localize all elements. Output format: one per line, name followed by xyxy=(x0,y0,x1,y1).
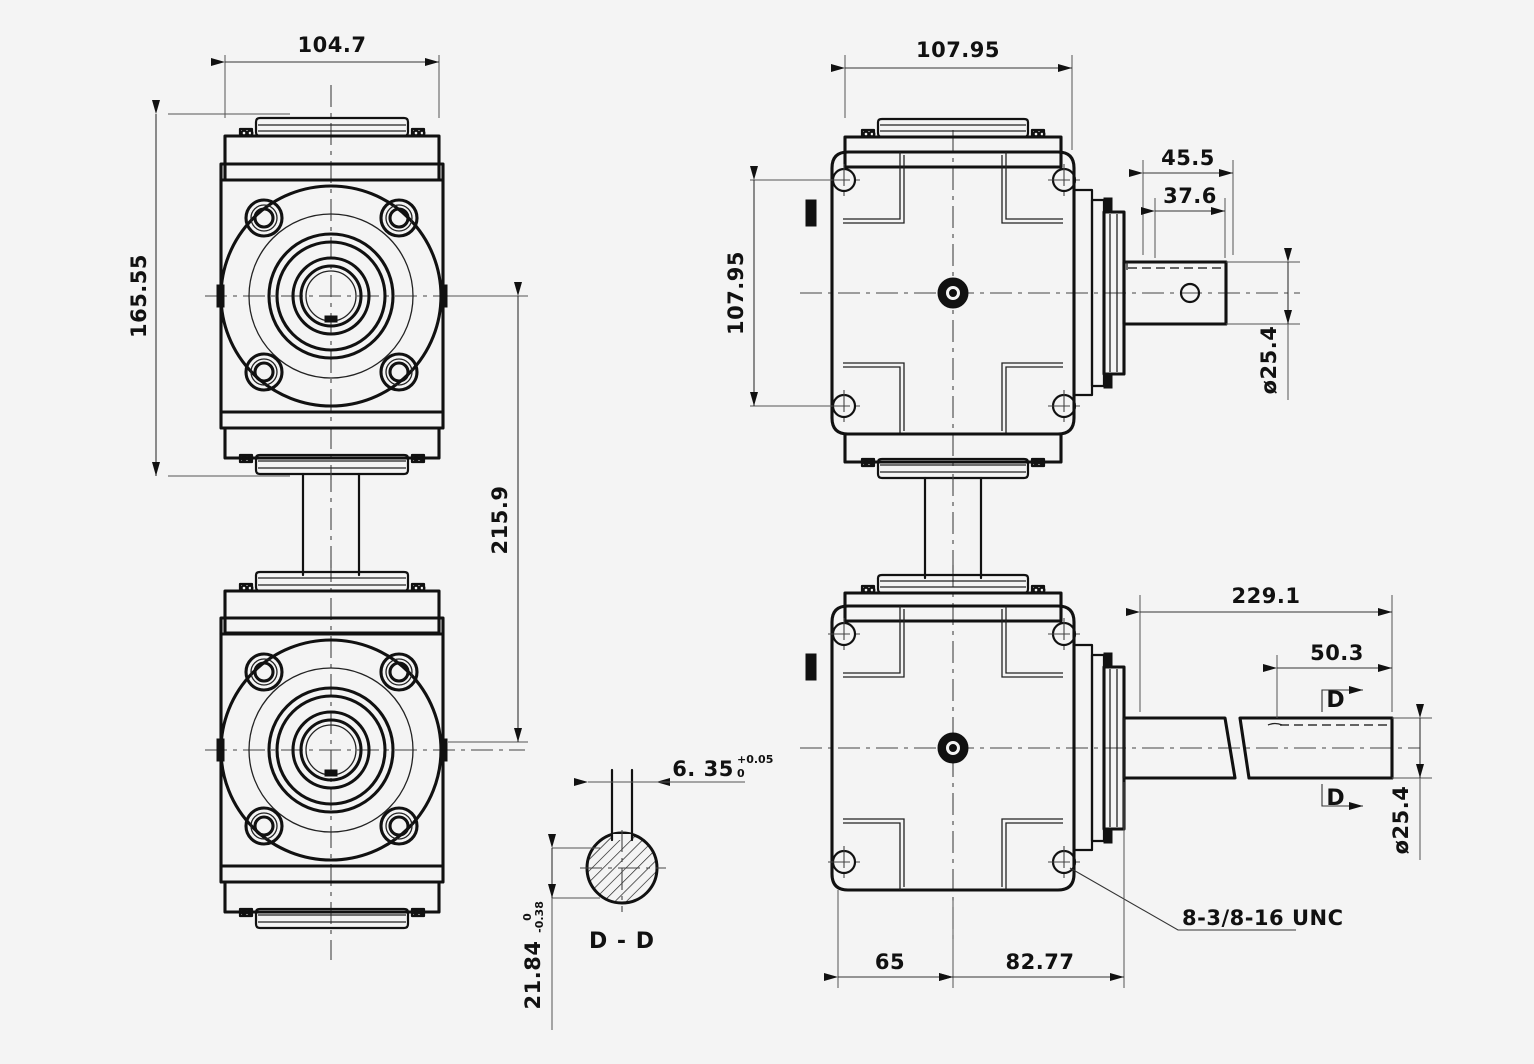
section-mark-label-upper: D xyxy=(1326,688,1345,713)
lower-lug-left xyxy=(216,738,225,762)
section-label-dd: D - D xyxy=(589,929,655,954)
view-front-lower xyxy=(205,560,525,960)
thread-leader-line xyxy=(1069,867,1296,931)
dim-long-shaft-keyway-text: 50.3 xyxy=(1310,641,1364,665)
lower-bearing-inner xyxy=(291,710,371,790)
dim-key-tol-lower: 0 xyxy=(737,767,745,780)
side-upper-pocket-tl-2 xyxy=(843,155,905,224)
dim-base-left-text: 65 xyxy=(875,950,905,974)
lower-bearing-mid xyxy=(275,694,387,806)
lower-bolt-holes xyxy=(244,652,419,846)
upper-flange-inner-circle xyxy=(248,213,414,379)
shaft-keyway-radius xyxy=(1267,722,1283,726)
side-upper-bottom-coupling xyxy=(876,457,1030,480)
side-upper-pocket-tr xyxy=(1005,152,1063,220)
dimension-left-height: 165.55 xyxy=(127,100,290,477)
dimension-short-shaft-hole: 37.6 xyxy=(1141,184,1226,258)
lower-bottom-coupling xyxy=(254,907,410,930)
dim-short-shaft-dia-text: ø25.4 xyxy=(1257,326,1281,395)
view-front-upper xyxy=(205,85,525,480)
dim-key-depth-text: 21.84 xyxy=(521,941,545,1010)
dim-depth-tol-lower: -0.38 xyxy=(533,901,546,933)
side-lower-mount-holes xyxy=(828,618,1080,878)
side-lower-housing xyxy=(830,604,1076,892)
lower-flange-inner-circle xyxy=(248,667,414,833)
dim-short-shaft-overall-text: 45.5 xyxy=(1161,146,1215,170)
section-d-d-view: 6. 35 +0.05 0 21.84 0 -0.38 D - D xyxy=(521,753,773,1030)
view-side-upper xyxy=(800,117,1300,480)
dim-short-shaft-hole-text: 37.6 xyxy=(1163,184,1217,208)
dimension-right-height: 107.95 xyxy=(724,166,832,407)
dim-left-overall-text: 215.9 xyxy=(488,486,512,555)
section-marker-lower: D xyxy=(1321,784,1363,811)
upper-lug-left xyxy=(216,284,225,308)
dimension-right-width: 107.95 xyxy=(831,38,1073,150)
dim-base-right-text: 82.77 xyxy=(1006,950,1075,974)
lower-bore-keyway xyxy=(324,769,338,777)
side-lower-lug-left xyxy=(805,653,817,681)
section-arrow-upper xyxy=(1321,686,1363,712)
section-arrow-lower xyxy=(1321,784,1363,810)
dim-right-width-text: 107.95 xyxy=(916,38,1000,62)
shaft-break-left xyxy=(1223,716,1237,780)
dim-left-width-text: 104.7 xyxy=(298,33,367,57)
side-upper-shaft-crosshole xyxy=(1179,282,1201,304)
dim-left-height-text: 165.55 xyxy=(127,254,151,338)
side-upper-pocket-bl xyxy=(843,366,901,434)
upper-bottom-coupling xyxy=(254,453,410,476)
upper-lug-right xyxy=(439,284,448,308)
upper-bearing-inner xyxy=(291,256,371,336)
side-upper-pocket-tr-2 xyxy=(1001,155,1063,224)
lower-bearing-outer xyxy=(267,686,395,814)
upper-bearing-outer xyxy=(267,232,395,360)
thread-callout: 8-3/8-16 UNC xyxy=(1069,867,1344,931)
lower-bore xyxy=(299,718,363,782)
dim-right-height-text: 107.95 xyxy=(724,251,748,335)
dimension-short-shaft-overall: 45.5 xyxy=(1129,146,1234,255)
dim-depth-tol-upper: 0 xyxy=(521,913,534,921)
dim-long-shaft-length-text: 229.1 xyxy=(1232,584,1301,608)
side-upper-housing xyxy=(830,150,1076,436)
dimension-base-right: 82.77 xyxy=(939,782,1125,988)
side-upper-band-bottom xyxy=(843,432,1063,464)
dimension-left-width: 104.7 xyxy=(211,33,440,118)
upper-housing-lower-band xyxy=(223,426,441,460)
lower-housing-lower-band xyxy=(223,880,441,914)
dimension-long-shaft-diameter: ø25.4 xyxy=(1389,704,1432,860)
side-upper-pocket-br xyxy=(1005,366,1063,434)
upper-bore xyxy=(299,264,363,328)
upper-bore-keyway xyxy=(324,315,338,323)
dimension-short-shaft-diameter: ø25.4 xyxy=(1226,248,1300,400)
dim-key-width-text: 6. 35 xyxy=(672,757,734,781)
dim-key-tol-upper: +0.05 xyxy=(737,753,773,766)
thread-callout-text: 8-3/8-16 UNC xyxy=(1182,906,1344,930)
dimension-long-shaft-keyway: 50.3 xyxy=(1263,641,1393,718)
lower-lug-right xyxy=(439,738,448,762)
side-upper-pocket-tl xyxy=(843,152,901,220)
side-upper-lug-left xyxy=(805,199,817,227)
section-marker-upper: D xyxy=(1321,686,1363,713)
upper-bearing-mid xyxy=(275,240,387,352)
side-upper-mount-holes xyxy=(828,164,1080,422)
dim-long-shaft-dia-text: ø25.4 xyxy=(1389,786,1413,855)
upper-bolt-holes xyxy=(244,198,419,392)
side-upper-pocket-bl-2 xyxy=(843,362,905,431)
side-upper-pocket-br-2 xyxy=(1001,362,1063,431)
shaft-break-right xyxy=(1238,716,1251,780)
section-mark-label-lower: D xyxy=(1326,786,1345,811)
dimension-left-overall: 215.9 xyxy=(448,282,528,743)
